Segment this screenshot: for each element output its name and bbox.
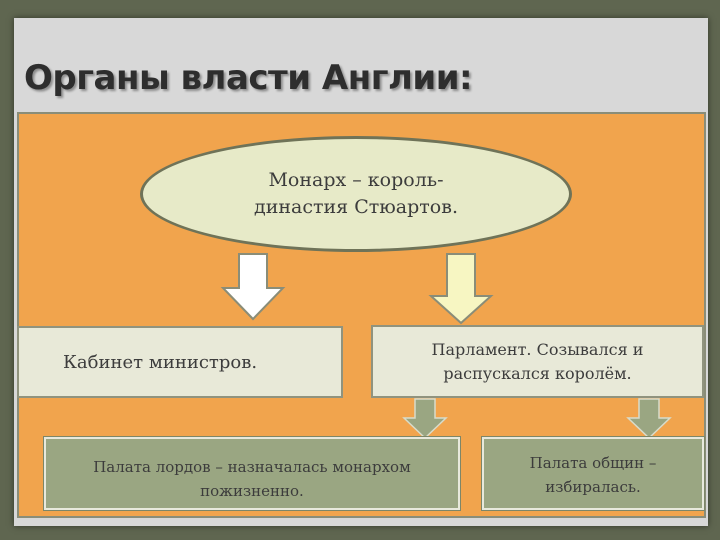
lords-line-2: пожизненно. [200, 482, 304, 500]
parliament-line-1: Парламент. Созывался и [431, 339, 644, 359]
slide-title: Органы власти Англии: [24, 58, 473, 98]
arrow-to-cabinet [220, 253, 286, 321]
commons-line-1: Палата общин – [529, 454, 657, 472]
cabinet-node: Кабинет министров. [17, 326, 343, 398]
arrow-to-parliament [428, 253, 494, 325]
monarch-line-2: династия Стюартов. [254, 196, 458, 218]
parliament-line-2: распускался королём. [443, 363, 632, 383]
monarch-line-1: Монарх – король- [268, 169, 444, 192]
arrow-to-commons [626, 398, 672, 440]
lords-line-1: Палата лордов – назначалась монархом [93, 458, 411, 476]
house-of-commons-node: Палата общин – избиралась. [482, 437, 704, 510]
monarch-node: Монарх – король- династия Стюартов. [140, 136, 572, 252]
parliament-node: Парламент. Созывался и распускался корол… [371, 325, 704, 398]
house-of-lords-node: Палата лордов – назначалась монархом пож… [44, 437, 460, 510]
arrow-to-lords [402, 398, 448, 440]
commons-line-2: избиралась. [545, 478, 641, 496]
